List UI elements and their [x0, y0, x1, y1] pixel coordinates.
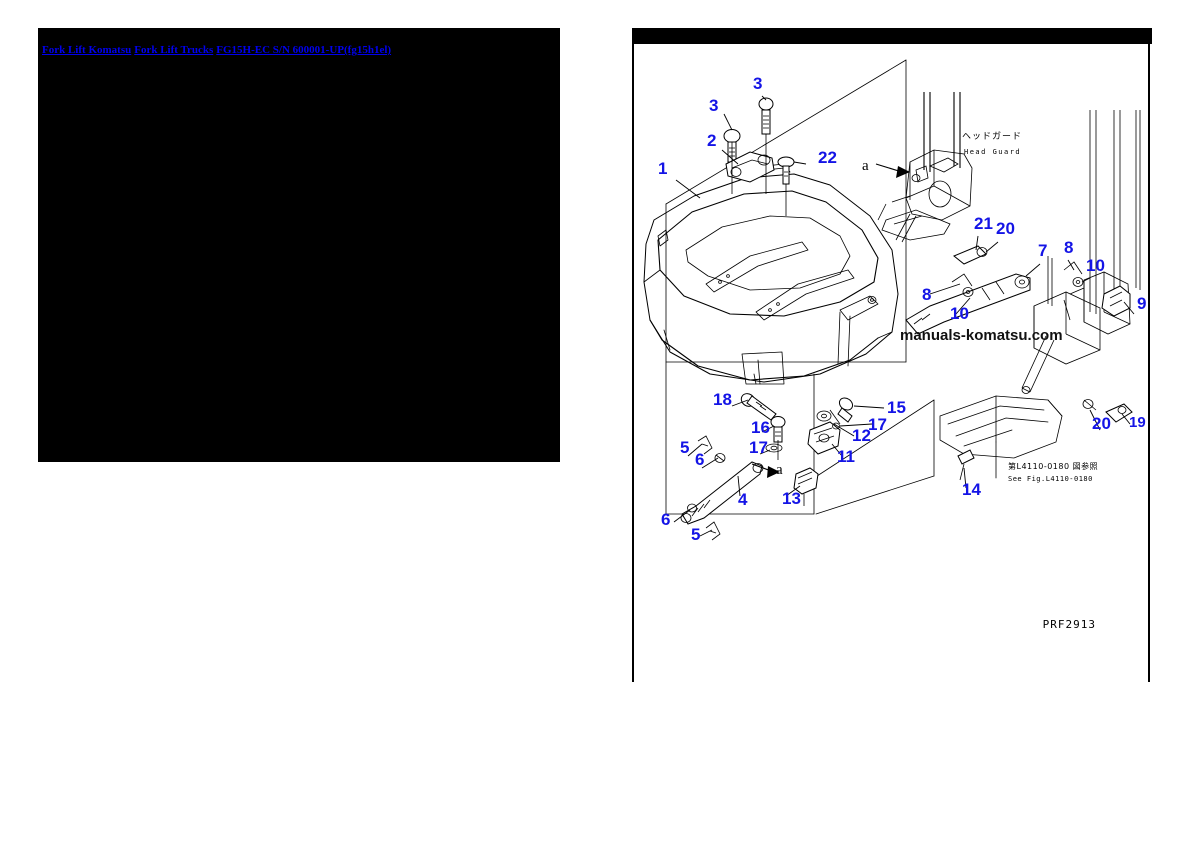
callout-6[interactable]: 6 — [661, 510, 670, 529]
bolt-16 — [770, 416, 786, 443]
callout-5[interactable]: 5 — [680, 438, 689, 457]
diagram-id-label: PRF2913 — [1043, 618, 1096, 631]
callout-2[interactable]: 2 — [707, 131, 716, 150]
knob-22 — [777, 156, 795, 185]
head-guard-structure — [875, 92, 973, 243]
callout-14[interactable]: 14 — [962, 480, 981, 499]
callout-17[interactable]: 17 — [868, 415, 887, 434]
callout-numbers: 1 2 3 3 4 5 5 6 6 7 8 8 9 10 10 11 12 — [658, 74, 1146, 544]
latch-11 — [807, 421, 841, 455]
reference-note: 第L4110-0180 図参照 See Fig.L4110-0180 — [1008, 461, 1098, 483]
link-rod-7 — [905, 273, 1031, 335]
diagram-title-bar — [634, 28, 1152, 44]
callout-4[interactable]: 4 — [738, 490, 748, 509]
head-guard-label-en: Head Guard — [964, 148, 1021, 156]
callout-1[interactable]: 1 — [658, 159, 667, 178]
callout-11[interactable]: 11 — [837, 447, 855, 466]
breadcrumb-link-fork-lift-trucks[interactable]: Fork Lift Trucks — [134, 44, 214, 56]
gas-strut-4 — [680, 461, 764, 525]
striker-13 — [793, 467, 819, 506]
callout-15[interactable]: 15 — [887, 398, 906, 417]
bolt-15 — [837, 397, 854, 423]
callout-8[interactable]: 8 — [922, 285, 931, 304]
breadcrumb-link-fork-lift-komatsu[interactable]: Fork Lift Komatsu — [42, 44, 132, 56]
callout-19[interactable]: 19 — [1129, 414, 1146, 431]
callout-7[interactable]: 7 — [1038, 241, 1047, 260]
callout-3[interactable]: 3 — [753, 74, 762, 93]
callout-12[interactable]: 12 — [852, 426, 871, 445]
head-guard-label-jp: ヘッドガード — [962, 131, 1022, 142]
callout-leader-lines — [673, 95, 1135, 537]
reference-note-en: See Fig.L4110-0180 — [1008, 475, 1093, 483]
site-watermark: manuals-komatsu.com — [900, 327, 1063, 344]
callout-17[interactable]: 17 — [749, 438, 768, 457]
callout-20[interactable]: 20 — [996, 219, 1015, 238]
section-markers: a a — [751, 158, 869, 478]
callout-3[interactable]: 3 — [709, 96, 718, 115]
callout-8[interactable]: 8 — [1064, 238, 1073, 257]
head-guard-label: ヘッドガード Head Guard — [962, 131, 1022, 156]
callout-6[interactable]: 6 — [695, 450, 704, 469]
clevis-9 — [1101, 285, 1131, 317]
engine-hood-illustration — [643, 163, 899, 385]
image-preview-panel: Fork Lift Komatsu Fork Lift Trucks FG15H… — [38, 28, 560, 462]
parts-breadcrumb: Fork Lift Komatsu Fork Lift Trucks FG15H… — [42, 44, 391, 56]
callout-22[interactable]: 22 — [818, 148, 837, 167]
bolt-3b — [758, 97, 774, 135]
callout-13[interactable]: 13 — [782, 489, 801, 508]
callout-10[interactable]: 10 — [950, 304, 969, 323]
fastener-details — [680, 97, 1133, 541]
callout-16[interactable]: 16 — [751, 418, 770, 437]
hinge-2 — [725, 151, 775, 183]
parts-diagram-canvas[interactable]: 1 2 3 3 4 5 5 6 6 7 8 8 9 10 10 11 12 — [634, 44, 1148, 680]
callout-20[interactable]: 20 — [1092, 414, 1111, 433]
breadcrumb-link-model-serial[interactable]: FG15H-EC S/N 600001-UP(fg15h1el) — [216, 44, 392, 56]
callout-5[interactable]: 5 — [691, 525, 700, 544]
bolt-18 — [740, 393, 777, 421]
reference-note-jp: 第L4110-0180 図参照 — [1008, 461, 1098, 471]
callout-18[interactable]: 18 — [713, 390, 732, 409]
callout-21[interactable]: 21 — [974, 214, 993, 233]
section-marker-a: a — [862, 158, 869, 174]
callout-10[interactable]: 10 — [1086, 256, 1105, 275]
callout-9[interactable]: 9 — [1137, 294, 1146, 313]
section-marker-a: a — [776, 462, 783, 478]
parts-diagram-frame: 1 2 3 3 4 5 5 6 6 7 8 8 9 10 10 11 12 — [632, 28, 1152, 682]
